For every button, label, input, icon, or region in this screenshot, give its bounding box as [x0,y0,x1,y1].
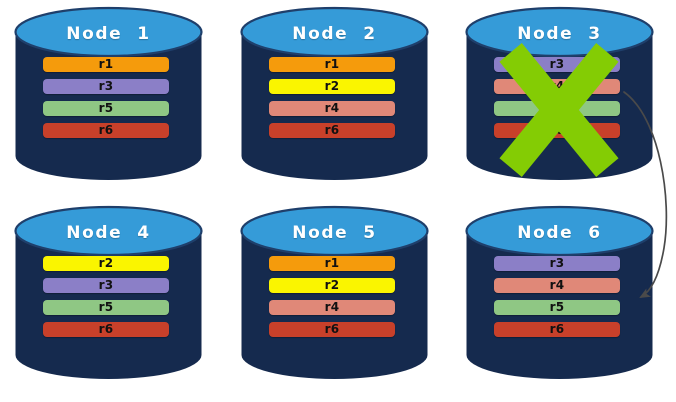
record-bar-r4[interactable]: r4 [494,79,620,94]
record-bar-list: r2 r3 r5 r6 [43,256,169,344]
record-bar-r5[interactable]: r5 [43,300,169,315]
record-label: r4 [324,101,340,115]
record-label: r6 [324,123,340,137]
record-label: r2 [324,79,340,93]
cylinder-top-disc [465,6,654,58]
record-label: r3 [98,79,114,93]
record-label: r6 [549,123,565,137]
record-bar-r3[interactable]: r3 [43,278,169,293]
record-bar-r3[interactable]: r3 [494,57,620,72]
cylinder-top-disc [14,205,203,257]
record-bar-r5[interactable]: r5 [494,101,620,116]
record-bar-r1[interactable]: r1 [269,57,395,72]
record-bar-r4[interactable]: r4 [494,278,620,293]
cylinder-top-disc [14,6,203,58]
record-bar-r3[interactable]: r3 [494,256,620,271]
record-bar-r2[interactable]: r2 [269,278,395,293]
record-bar-r5[interactable]: r5 [43,101,169,116]
record-label: r2 [98,256,114,270]
record-bar-r6[interactable]: r6 [269,123,395,138]
record-bar-r4[interactable]: r4 [269,101,395,116]
record-bar-r3[interactable]: r3 [43,79,169,94]
record-label: r5 [549,101,565,115]
record-label: r5 [98,101,114,115]
record-label: r4 [549,79,565,93]
record-bar-r6[interactable]: r6 [269,322,395,337]
cylinder-top-disc [465,205,654,257]
record-bar-r2[interactable]: r2 [43,256,169,271]
record-bar-list: r1 r2 r4 r6 [269,57,395,145]
record-bar-r6[interactable]: r6 [43,123,169,138]
record-label: r3 [549,256,565,270]
record-bar-list: r1 r3 r5 r6 [43,57,169,145]
record-label: r4 [324,300,340,314]
record-label: r2 [324,278,340,292]
record-bar-r2[interactable]: r2 [269,79,395,94]
record-bar-r6[interactable]: r6 [494,123,620,138]
record-bar-r5[interactable]: r5 [494,300,620,315]
record-bar-r6[interactable]: r6 [494,322,620,337]
record-bar-list: r3 r4 r5 r6 [494,57,620,145]
record-label: r1 [324,57,340,71]
record-bar-r6[interactable]: r6 [43,322,169,337]
record-label: r6 [549,322,565,336]
record-bar-list: r3 r4 r5 r6 [494,256,620,344]
record-label: r1 [324,256,340,270]
record-bar-r1[interactable]: r1 [269,256,395,271]
record-bar-list: r1 r2 r4 r6 [269,256,395,344]
cylinder-top-disc [240,6,429,58]
record-label: r6 [324,322,340,336]
record-label: r6 [98,322,114,336]
record-label: r3 [549,57,565,71]
cylinder-top-disc [240,205,429,257]
record-bar-r1[interactable]: r1 [43,57,169,72]
record-label: r5 [98,300,114,314]
record-label: r4 [549,278,565,292]
record-label: r3 [98,278,114,292]
record-bar-r4[interactable]: r4 [269,300,395,315]
record-label: r1 [98,57,114,71]
record-label: r5 [549,300,565,314]
record-label: r6 [98,123,114,137]
